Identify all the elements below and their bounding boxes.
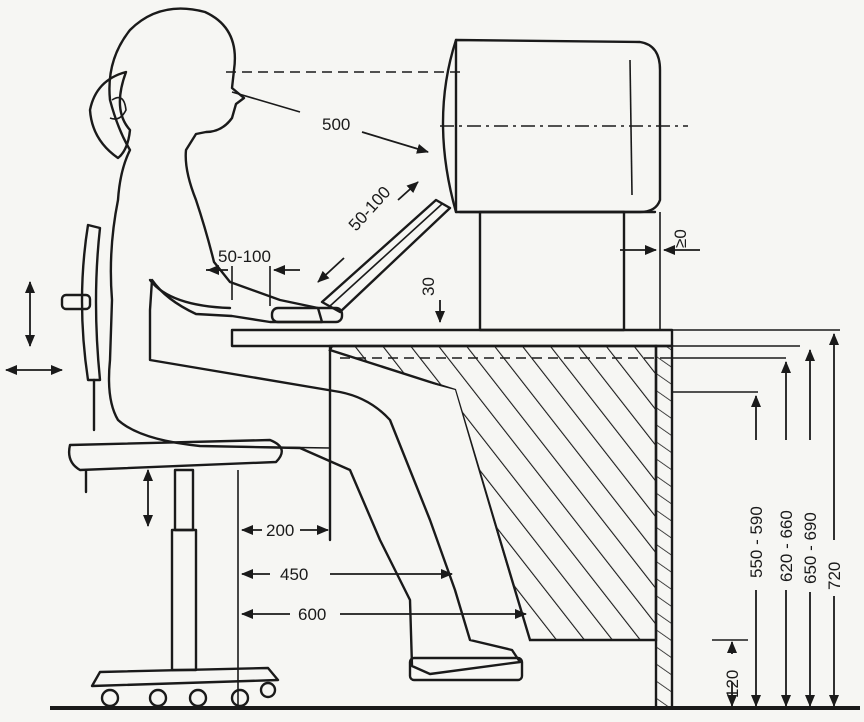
footrest (408, 656, 524, 682)
chair-base (90, 666, 280, 688)
chair-column (173, 468, 195, 532)
chair (60, 223, 283, 708)
dim-height-2: 620 - 660 (777, 510, 796, 582)
chair-backrest (80, 223, 102, 382)
dim-knee-clearance: 450 (280, 565, 308, 584)
chair-seat (67, 438, 283, 472)
dim-height-1: 550 - 590 (747, 506, 766, 578)
seated-person (88, 7, 522, 676)
desk-side-panel (654, 344, 674, 710)
dim-seat-to-desk: 200 (266, 521, 294, 540)
monitor-stand (478, 210, 626, 332)
dim-screen-gap: ≥0 (671, 229, 690, 248)
monitor (441, 38, 662, 332)
desktop-slab (230, 328, 674, 348)
dim-keyboard-height: 30 (419, 277, 438, 296)
dim-screen-tilt: 50-100 (345, 183, 395, 235)
dim-eye-to-screen: 500 (322, 115, 350, 134)
desk (230, 328, 674, 710)
dim-foot-clearance: 600 (298, 605, 326, 624)
dim-height-4: 720 (825, 562, 844, 590)
backrest-adjust-arrows (5, 281, 63, 375)
dim-elbow-keyboard: 50-100 (218, 247, 271, 266)
dim-height-3: 650 - 690 (801, 512, 820, 584)
